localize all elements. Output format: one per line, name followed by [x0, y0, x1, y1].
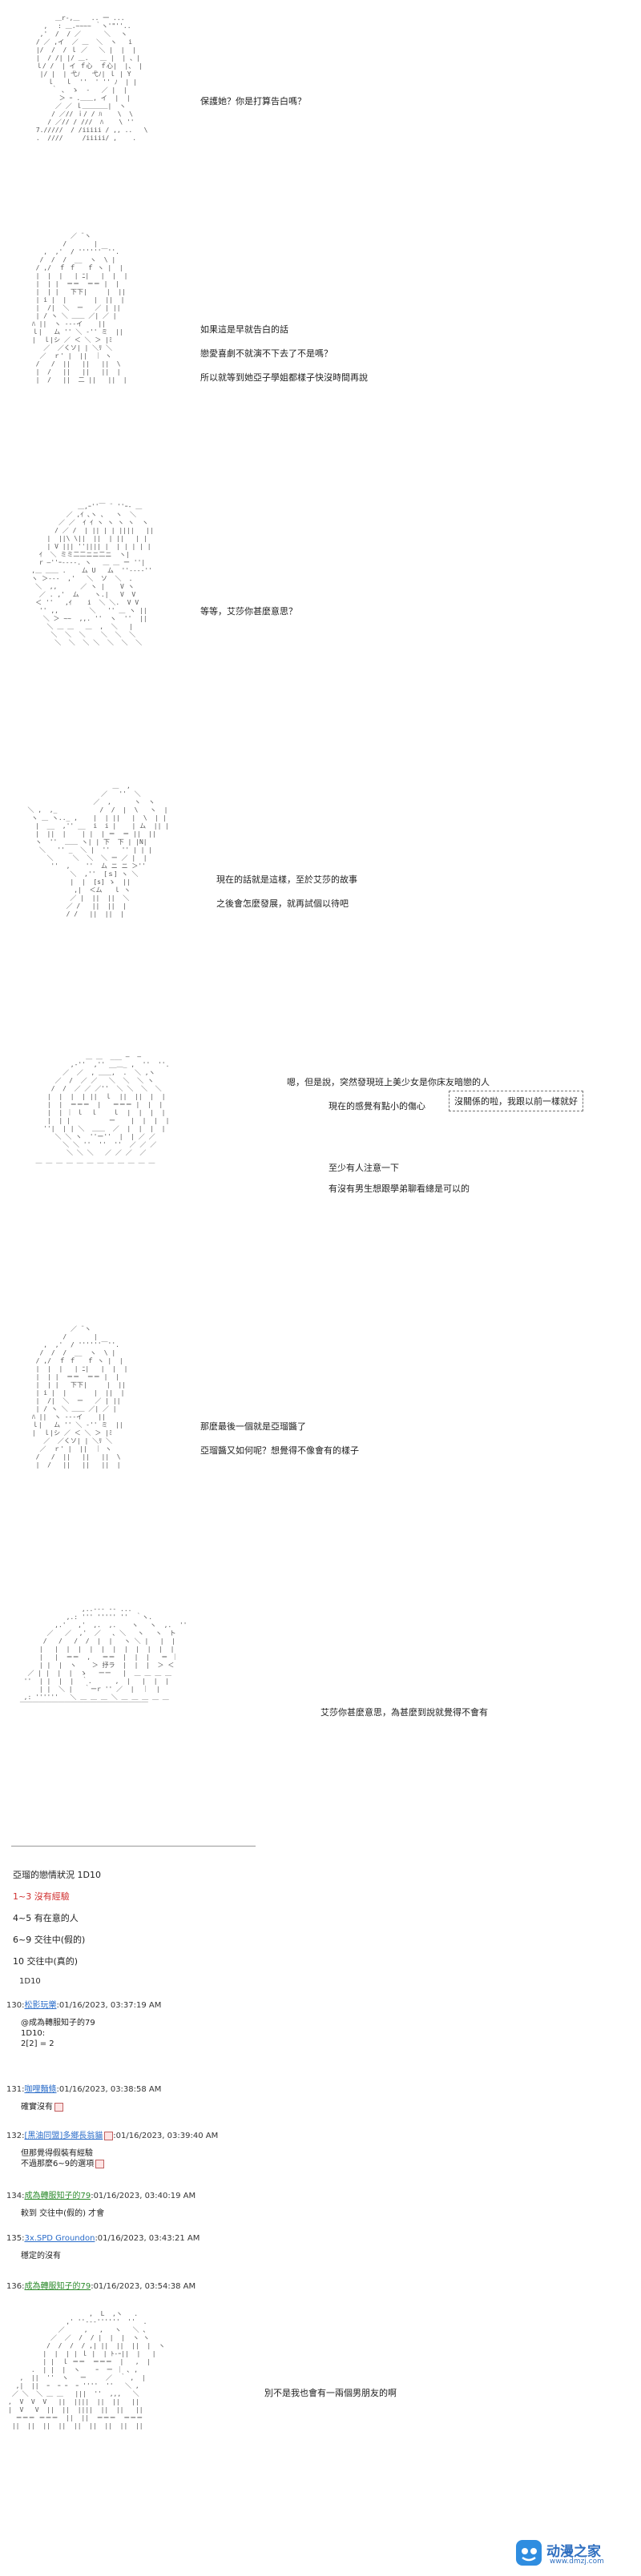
forum-post: 135:3x.SPD Groundon:01/16/2023, 03:43:21…	[6, 2234, 311, 2261]
scene-final: , L ,ヽ . ,' ''‐‐‐'''''' '' . ／ , , ヽ ＼ ､…	[0, 2306, 641, 2576]
ascii-art-character: ,..-‐‐ -- ... ,.: ''' ''''' '' ｀ヽ. ,.' ,…	[19, 1605, 187, 1709]
post-number: 130:	[6, 2001, 25, 2010]
post-timestamp: :01/16/2023, 03:37:19 AM	[56, 2001, 162, 2010]
ascii-art-character: ／ ¨ヽ / | , ,' / ''''''￣''. / / / __ ヽ \ …	[31, 232, 128, 384]
post-body: 確實沒有	[21, 2102, 311, 2112]
dice-rule-item: 4~5 有在意的人	[13, 1913, 79, 1923]
dialogue-line: 有沒有男生想跟學弟聊看總是可以的	[329, 1184, 470, 1194]
forum-post: 132:[黑油同盟]多鄉長翁貓:01/16/2023, 03:39:40 AM …	[6, 2128, 311, 2169]
post-number: 135:	[6, 2234, 25, 2243]
post-number: 136:	[6, 2282, 25, 2291]
ascii-art-character: ＿,ｰ''￣ ¨ ''ｰ- ＿ ／ ,ｲ ､ヽ ､ ヽ ＼ ／ ／ ｲ ｲ ヽ …	[31, 503, 154, 646]
post-body: @成為轉服知子的79 1D10: 2[2] = 2	[21, 2019, 95, 2048]
dialogue-line: 那麼最後一個就是亞瑠醬了	[200, 1421, 306, 1432]
dialogue-line: 現在的話就是這樣，至於艾莎的故事	[216, 874, 357, 885]
post-number: 131:	[6, 2085, 25, 2094]
scene-6: ／ ¨ヽ / | , ,' / ''''''￣''. / / / __ ヽ \ …	[0, 1325, 641, 1585]
thought-bubble: 沒關係的啦，我跟以前一樣就好	[449, 1091, 583, 1111]
post-timestamp: :01/16/2023, 03:39:40 AM	[113, 2132, 219, 2140]
scene-2: ／ ¨ヽ / | , ,' / ''''''￣''. / / / __ ヽ \ …	[0, 224, 641, 472]
forum-post: 134:成為轉服知子的79:01/16/2023, 03:40:19 AM 較到…	[6, 2188, 311, 2219]
forum-post: 131:咖哩麵條:01/16/2023, 03:38:58 AM 確實沒有	[6, 2082, 311, 2112]
post-body-text: 確實沒有	[21, 2103, 53, 2112]
site-watermark: 动漫之家 www.dmzj.com	[514, 2535, 635, 2570]
dialogue-line: 至少有人注意一下	[329, 1163, 399, 1173]
dice-rule-item: 10 交往中(真的)	[13, 1956, 79, 1967]
post-body: 穩定的沒有	[21, 2252, 61, 2261]
post-number: 134:	[6, 2192, 25, 2200]
dice-icon	[104, 2131, 114, 2140]
post-number: 132:	[6, 2132, 25, 2140]
watermark-url: www.dmzj.com	[550, 2558, 604, 2566]
ascii-art-character: ＿r-,＿ .. 一 ... , : ＿.~~~~ ｀ヽ'"''.. ,' / …	[35, 14, 148, 142]
dice-command-text: 1D10	[19, 1977, 41, 1986]
dialogue-line: 戀愛喜劇不就演不下去了不是嗎？	[200, 348, 333, 359]
watermark-title: 动漫之家	[546, 2544, 601, 2560]
dialogue-line: 所以就等到她亞子學姐都樣子快沒時間再說	[200, 372, 368, 383]
dice-rule-item: 1~3 沒有經驗	[13, 1891, 70, 1902]
dialogue-line: 別不是我也會有一兩個男朋友的啊	[264, 2388, 397, 2398]
post-body-text: 但那覺得假裝有經驗 不過那麼6~9的選項	[21, 2149, 95, 2168]
poster-name-link[interactable]: 3x.SPD Groundon	[24, 2234, 95, 2243]
ascii-art-character: ／ ¨ヽ / | , ,' / ''''''￣''. / / / __ ヽ \ …	[31, 1325, 128, 1469]
ascii-art-character: ＿ , ／ '' ＼ ／ , ヽ ヽ ＼ , ,_ / / | \ ヽ | ヽ …	[27, 782, 170, 918]
scene-7: ,..-‐‐ -- ... ,.: ''' ''''' '' ｀ヽ. ,.' ,…	[0, 1601, 641, 1842]
dialogue-line: 如果這是早就告白的話	[200, 324, 288, 335]
post-body: 但那覺得假裝有經驗 不過那麼6~9的選項	[21, 2148, 311, 2169]
post-timestamp: :01/16/2023, 03:40:19 AM	[91, 2192, 196, 2200]
dialogue-line: 嗯，但是說，突然發現班上美少女是你床友暗戀的人	[287, 1077, 490, 1087]
post-timestamp: :01/16/2023, 03:38:58 AM	[56, 2085, 162, 2094]
scene-1: ＿r-,＿ .. 一 ... , : ＿.~~~~ ｀ヽ'"''.. ,' / …	[0, 0, 641, 196]
poster-name-link[interactable]: 咖哩麵條	[24, 2085, 57, 2094]
post-timestamp: :01/16/2023, 03:43:21 AM	[95, 2234, 200, 2243]
dialogue-line: 之後會怎麼發展，就再試個以待吧	[216, 898, 349, 909]
scene-5: ＿ ＿ ___ ― ― ,-'' ,'' __＿_ , '' ''. ／ ／ ,…	[0, 1049, 641, 1305]
dialogue-line: 保護她？你是打算告白嗎？	[200, 96, 306, 106]
dice-icon	[54, 2102, 63, 2112]
dmzj-logo-icon	[516, 2540, 542, 2566]
dice-rules-title: 亞瑠的戀情狀況 1D10	[13, 1870, 101, 1880]
scene-4: ＿ , ／ '' ＼ ／ , ヽ ヽ ＼ , ,_ / / | \ ヽ | ヽ …	[0, 781, 641, 1029]
dialogue-line: 等等，艾莎你甚麼意思？	[200, 606, 297, 617]
dice-command: 1D10	[19, 1977, 324, 1986]
post-timestamp: :01/16/2023, 03:54:38 AM	[91, 2282, 196, 2291]
ascii-art-character: ＿ ＿ ___ ― ― ,-'' ,'' __＿_ , '' ''. ／ ／ ,…	[35, 1053, 170, 1164]
poster-name-link[interactable]: 松影玩樂	[24, 2001, 57, 2010]
dice-rule-item: 6~9 交往中(假的)	[13, 1935, 86, 1945]
dialogue-line: 艾莎你甚麼意思，為甚麼到說就覺得不會有	[320, 1707, 488, 1718]
dice-icon	[95, 2159, 105, 2168]
poster-name-link[interactable]: [黑油同盟]多鄉長翁貓	[24, 2132, 103, 2140]
dialogue-line: 現在的感覺有點小的傷心	[329, 1101, 425, 1111]
ascii-art-character: , L ,ヽ . ,' ''‐‐‐'''''' '' . ／ , , ヽ ＼ ､…	[8, 2310, 165, 2429]
poster-name-link[interactable]: 成為轉服知子的79	[24, 2192, 91, 2200]
dice-rules: 亞瑠的戀情狀況 1D10 1~3 沒有經驗 4~5 有在意的人 6~9 交往中(…	[13, 1864, 269, 1972]
forum-post: 130:松影玩樂:01/16/2023, 03:37:19 AM @成為轉服知子…	[6, 1998, 311, 2049]
dialogue-line: 亞瑠醬又如何呢？想覺得不像會有的樣子	[200, 1445, 359, 1456]
poster-name-link[interactable]: 成為轉服知子的79	[24, 2282, 91, 2291]
scene-3: ＿,ｰ''￣ ¨ ''ｰ- ＿ ／ ,ｲ ､ヽ ､ ヽ ＼ ／ ／ ｲ ｲ ヽ …	[0, 496, 641, 761]
forum-post: 136:成為轉服知子的79:01/16/2023, 03:54:38 AM	[6, 2279, 311, 2291]
post-body: 較到 交往中(假的) 才會	[21, 2209, 105, 2218]
section-divider	[11, 1846, 256, 1847]
